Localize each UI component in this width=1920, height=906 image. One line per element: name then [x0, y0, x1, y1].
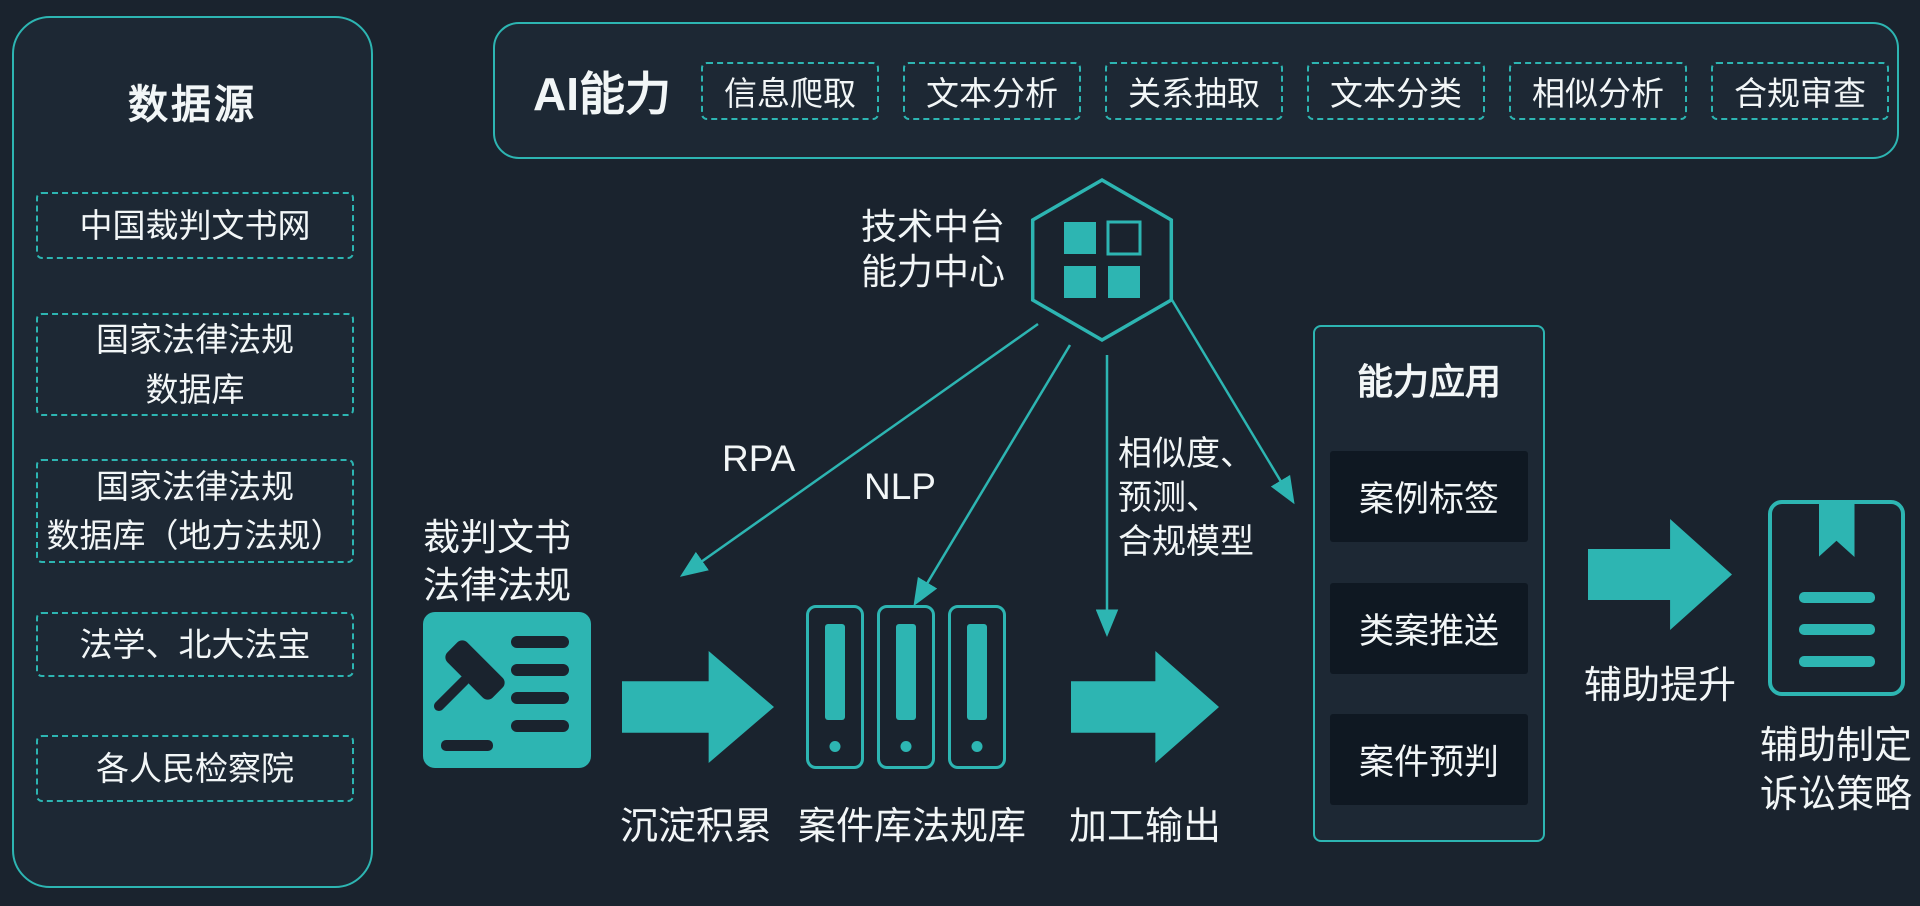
flow-step-process-label: 加工输出 — [1068, 806, 1221, 848]
result-label: 辅助制定 诉讼策略 — [1759, 725, 1912, 817]
data-source-item: 国家法律法规 数据库 — [36, 313, 354, 416]
flow-arrow-process — [1071, 651, 1219, 763]
gavel-document-icon — [423, 612, 591, 768]
flow-step-database-label: 案件库法规库 — [797, 806, 1026, 848]
data-source-item: 国家法律法规 数据库（地方法规） — [36, 459, 354, 563]
hub-label: 技术中台 能力中心 — [860, 206, 1005, 292]
edge-label-similarity-models: 相似度、 预测、 合规模型 — [1118, 435, 1254, 562]
ai-capability-chip: 文本分析 — [903, 61, 1081, 120]
data-sources-panel: 数据源 中国裁判文书网 国家法律法规 数据库 国家法律法规 数据库（地方法规） … — [12, 16, 373, 888]
gavel-handle-icon — [433, 675, 470, 712]
ai-capability-chip-row: 信息爬取 文本分析 关系抽取 文本分类 相似分析 合规审查 — [701, 61, 1889, 120]
grid-square-outline-icon — [1106, 220, 1142, 256]
bookmark-icon — [1818, 503, 1855, 557]
application-item: 案件预判 — [1330, 714, 1528, 805]
flow-step-accumulate-label: 沉淀积累 — [619, 806, 772, 848]
edge-label-rpa: RPA — [722, 438, 796, 479]
data-source-item: 各人民检察院 — [36, 735, 354, 802]
ai-capabilities-panel: AI能力 信息爬取 文本分析 关系抽取 文本分类 相似分析 合规审查 — [493, 22, 1899, 159]
ai-capability-chip: 文本分类 — [1307, 61, 1485, 120]
data-source-item: 中国裁判文书网 — [36, 192, 354, 259]
grid-square-icon — [1064, 266, 1096, 298]
edge-hub-to-nlp — [913, 344, 1072, 607]
bookmark-document-icon — [1768, 500, 1905, 696]
applications-panel: 能力应用 案例标签 类案推送 案件预判 — [1313, 325, 1545, 842]
ai-capability-chip: 信息爬取 — [701, 61, 879, 120]
gavel-head-icon — [445, 640, 505, 700]
applications-title: 能力应用 — [1356, 361, 1501, 402]
database-icon — [877, 605, 935, 769]
hub-hexagon-icon — [1030, 177, 1174, 343]
application-item: 案例标签 — [1330, 451, 1528, 542]
flow-step-assist-label: 辅助提升 — [1583, 665, 1736, 707]
flow-arrow-assist — [1588, 519, 1732, 630]
source-document-label: 裁判文书 法律法规 — [423, 517, 571, 607]
database-icon — [948, 605, 1006, 769]
gavel-base-icon — [441, 740, 493, 751]
data-source-item: 法学、北大法宝 — [36, 612, 354, 677]
case-law-database-icons — [806, 605, 1006, 769]
ai-capability-chip: 相似分析 — [1509, 61, 1687, 120]
data-sources-title: 数据源 — [128, 83, 257, 127]
ai-capabilities-title: AI能力 — [533, 67, 671, 120]
edge-label-nlp: NLP — [864, 466, 936, 507]
application-item: 类案推送 — [1330, 583, 1528, 674]
flow-arrow-accumulate — [622, 651, 774, 763]
database-icon — [806, 605, 864, 769]
ai-capability-chip: 合规审查 — [1711, 61, 1889, 120]
grid-square-icon — [1108, 266, 1140, 298]
grid-square-icon — [1064, 222, 1096, 254]
ai-capability-chip: 关系抽取 — [1105, 61, 1283, 120]
